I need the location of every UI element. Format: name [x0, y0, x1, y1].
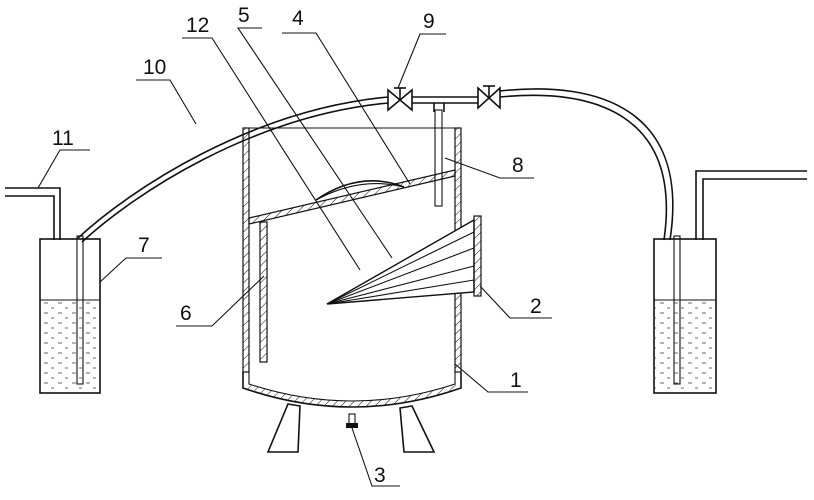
sampling-tube	[434, 109, 443, 207]
drain-outlet	[346, 413, 358, 428]
label-12: 12	[186, 14, 209, 37]
left-absorption-bottle	[5, 187, 101, 394]
label-4: 4	[292, 7, 304, 30]
label-6: 6	[180, 302, 192, 325]
right-absorption-bottle	[653, 170, 807, 394]
label-9: 9	[423, 10, 435, 33]
callouts: 1 2 3 4 5 12 6 7 8 9 10 11	[37, 4, 552, 487]
conical-nozzle	[326, 215, 482, 305]
gas-pipe	[77, 88, 674, 243]
label-3: 3	[374, 464, 386, 487]
label-1: 1	[510, 369, 522, 392]
inclined-baffle	[248, 169, 456, 225]
valve-left	[387, 87, 413, 112]
vessel-legs	[266, 403, 436, 453]
label-7: 7	[138, 234, 150, 257]
label-10: 10	[143, 56, 166, 79]
vertical-baffle	[259, 221, 268, 363]
label-5: 5	[238, 4, 250, 27]
label-11: 11	[52, 127, 74, 150]
valve-right	[477, 85, 501, 110]
label-8: 8	[512, 154, 524, 177]
label-2: 2	[530, 295, 542, 318]
